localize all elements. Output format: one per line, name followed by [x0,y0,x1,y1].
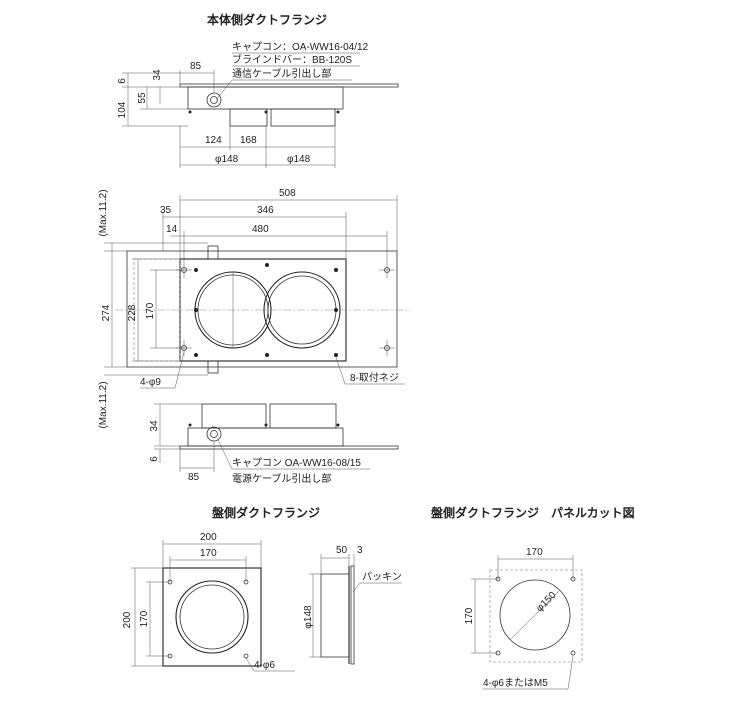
dim-34-top: 34 [152,69,163,81]
dim-168: 168 [240,135,257,146]
dim-3: 3 [357,545,363,556]
front-screw-7 [265,353,269,357]
panel-cut-circle [499,579,571,651]
top-screw-2 [264,110,268,114]
dim-274: 274 [101,304,112,321]
bottom-duct-right [269,403,337,429]
top-duct-left [229,108,268,127]
dim-346: 346 [257,205,274,216]
panel-cut-outline [489,569,583,663]
dim-55-top: 55 [137,92,148,104]
dim-max-bottom: (Max.11.2) [98,381,109,428]
bottom-body [187,427,344,447]
dim-phi150: φ150 [534,590,558,614]
dim-max-top: (Max.11.2) [98,189,109,236]
front-screw-8 [334,353,338,357]
note-holes-cut: 4-φ6またはM5 [483,677,548,689]
dim-170-front: 170 [145,302,156,319]
dim-85-bottom: 85 [188,472,200,483]
note-capcon-top: キャプコン：OA-WW16-04/12 [232,41,369,53]
note-power-cable: 電源ケーブル引出し部 [232,472,331,485]
dim-6-bottom: 6 [149,456,160,462]
bottom-view: 34 6 85 キャプコン OA-WW16-08/15 電源ケーブル引出し部 [149,403,399,485]
top-screw-1 [188,110,192,114]
dim-508: 508 [279,188,296,199]
cable-gland-front-bottom [207,360,219,374]
panel-flange-side: 50 3 φ148 パッキン [303,545,402,665]
front-screw-4 [194,308,198,312]
dim-14: 14 [166,224,178,235]
front-outer-plate [126,250,398,368]
front-screw-6 [194,353,198,357]
cable-gland-top [206,92,222,108]
cable-gland-front-top [207,245,219,260]
dim-124: 124 [205,135,222,146]
dim-50: 50 [336,545,348,556]
front-screw-3 [334,268,338,272]
main-title: 本体側ダクトフランジ [207,12,327,27]
dim-200-height: 200 [122,611,133,628]
front-screw-1 [194,268,198,272]
note-holes-front: 4-φ9 [140,377,161,388]
dim-34-bottom: 34 [149,420,160,432]
note-capcon-bottom: キャプコン OA-WW16-08/15 [232,457,361,469]
cable-gland-bottom [206,426,222,442]
dim-phi148-left: φ148 [215,154,239,165]
bottom-plate [179,445,399,450]
panel-cut-title: 盤側ダクトフランジ パネルカット図 [430,505,635,520]
cable-gland-top-inner [210,96,218,104]
top-duct-right [270,108,336,127]
side-packing [350,565,355,665]
top-view: キャプコン：OA-WW16-04/12 ブラインドバー：BB-120S 通信ケー… [117,41,399,168]
dim-200-width: 200 [200,532,217,543]
front-view: 508 35 346 14 480 (Max.11.2) (Max.11.2) … [98,188,410,429]
note-blind-bar: ブラインドバー：BB-120S [232,53,352,66]
panel-flange-plate [162,567,262,667]
bottom-duct-left [201,403,267,429]
panel-cut-view: φ150 170 170 4-φ6またはM5 [464,547,583,690]
note-holes-panel: 4-φ6 [254,660,275,671]
dim-170-height: 170 [139,610,150,627]
dim-104-top: 104 [117,101,128,118]
dim-228: 228 [127,304,138,321]
note-leader [215,79,233,101]
top-screw-3 [336,110,340,114]
dim-170-cut-width: 170 [526,547,543,558]
dim-6-top: 6 [117,78,128,84]
panel-flange-duct [175,580,249,654]
dim-480: 480 [252,224,269,235]
panel-flange-front: 200 170 200 170 4-φ6 [122,532,295,672]
dim-phi148-right: φ148 [287,154,311,165]
side-duct [320,573,350,658]
note-packing: パッキン [362,571,402,583]
note-comm-cable: 通信ケーブル引出し部 [232,67,331,80]
dim-phi148-side: φ148 [303,605,314,629]
dim-170-cut-height: 170 [464,607,475,624]
front-screw-2 [265,263,269,267]
dim-35: 35 [160,205,172,216]
dim-170-width: 170 [200,548,217,559]
top-plate [179,83,399,88]
note-screws: 8-取付ネジ [350,371,399,384]
dim-85-top: 85 [190,61,202,72]
front-screw-5 [334,308,338,312]
panel-flange-title: 盤側ダクトフランジ [211,505,320,520]
